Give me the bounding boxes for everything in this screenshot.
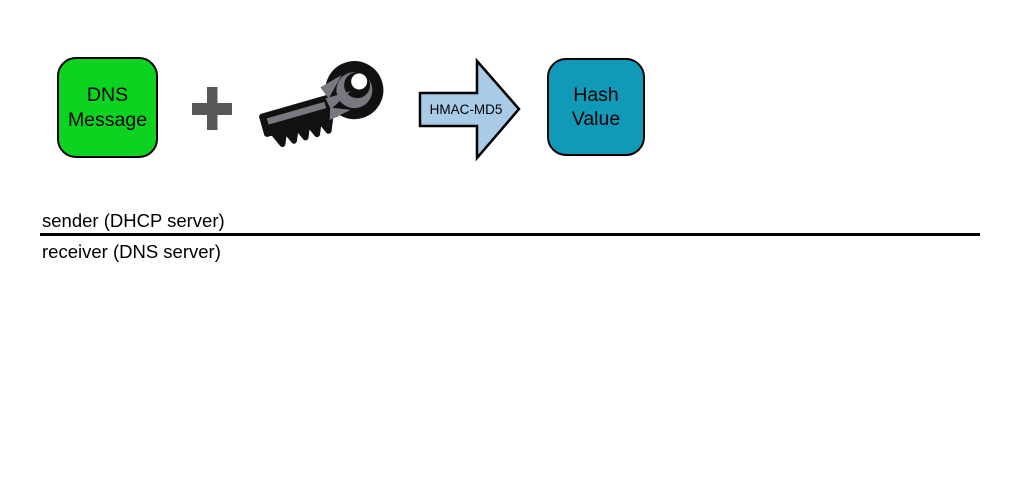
key-hole	[351, 73, 368, 90]
hash-value-label: Hash Value	[571, 83, 621, 130]
plus-icon	[192, 87, 232, 130]
key-icon	[259, 61, 384, 148]
receiver-label: receiver (DNS server)	[42, 241, 221, 262]
hmac-arrow-label: HMAC-MD5	[429, 102, 503, 117]
hmac-arrow-icon	[418, 57, 521, 162]
key-shaft-highlight	[266, 101, 327, 125]
key-flame-mid	[325, 91, 351, 110]
dns-message-label: DNS Message	[67, 84, 148, 131]
plus-vertical-bar	[207, 87, 218, 130]
sender-label: sender (DHCP server)	[42, 210, 225, 231]
key-flame-top	[320, 75, 342, 99]
sender-receiver-divider	[40, 233, 980, 236]
dns-message-box: DNS Message	[57, 57, 158, 158]
key-flame-bottom	[329, 107, 351, 121]
hash-value-box: Hash Value	[547, 58, 645, 156]
arrow-shape	[418, 57, 521, 162]
